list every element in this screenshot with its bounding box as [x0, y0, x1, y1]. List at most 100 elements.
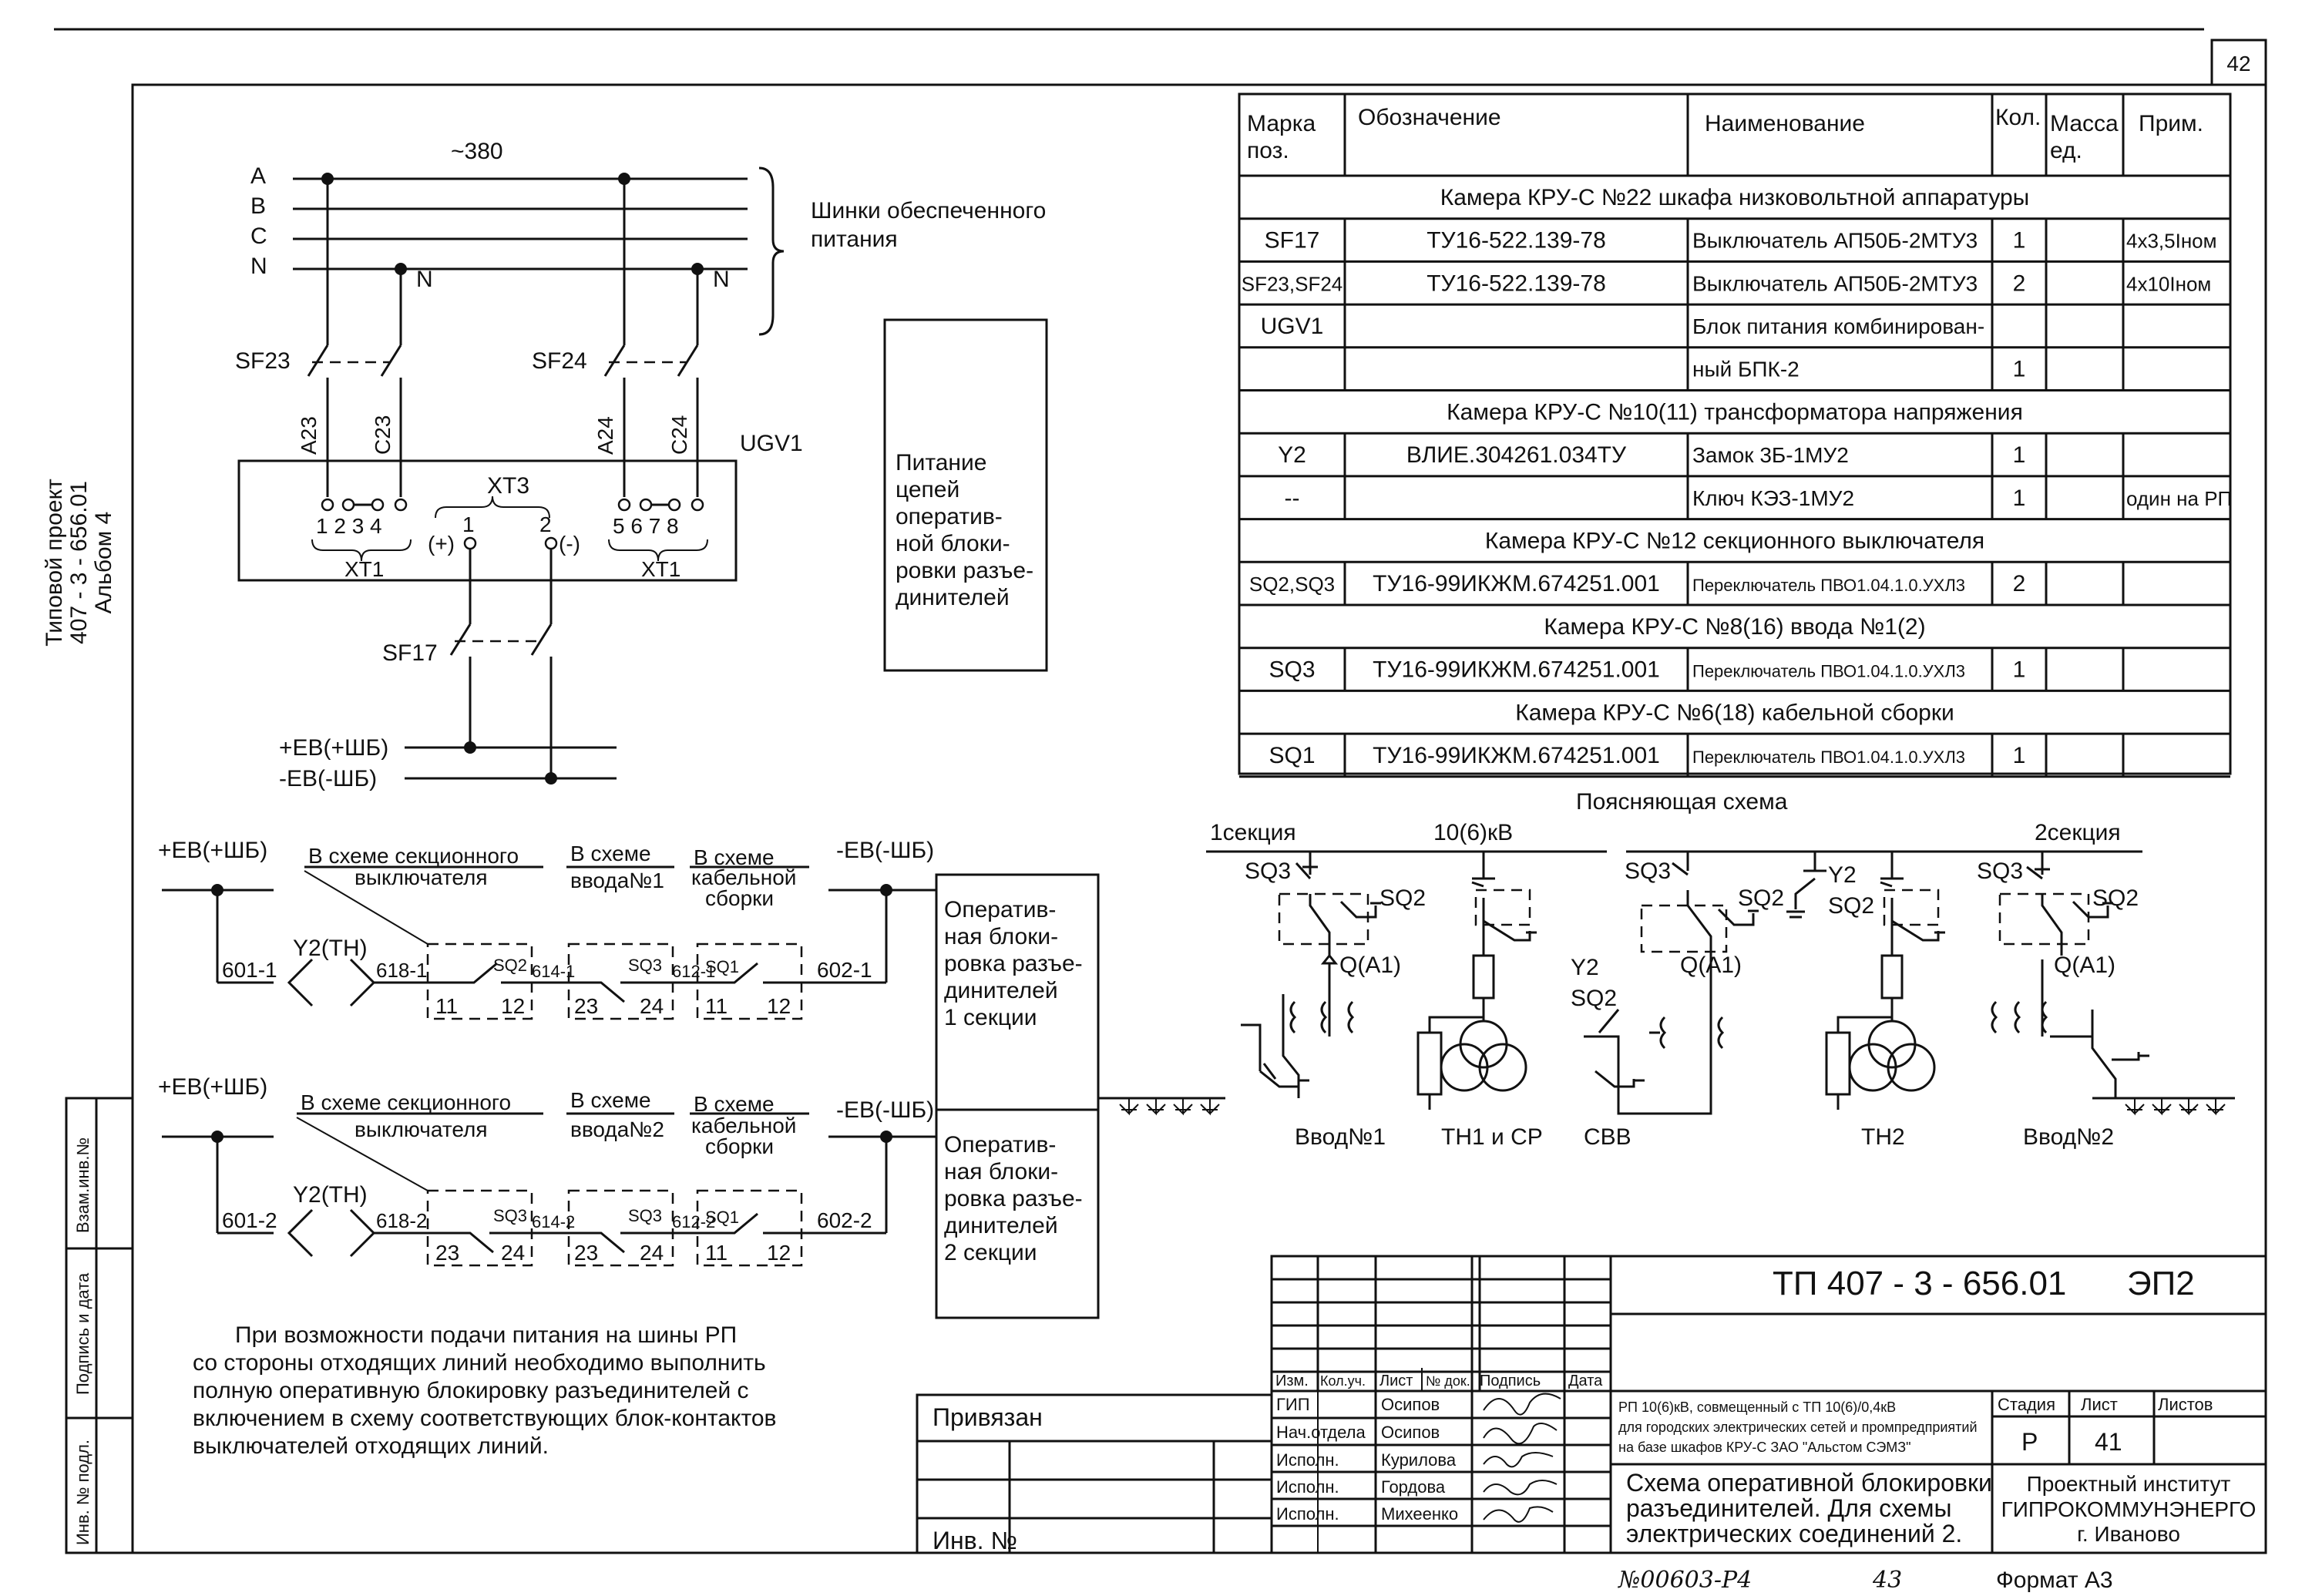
xt1-right-pins: 5 6 7 8 — [613, 514, 679, 538]
spec-naim: Переключатель ПВО1.04.1.0.УХЛ3 — [1692, 662, 1965, 681]
org-line1: Проектный институт — [2027, 1472, 2231, 1496]
note-line1: При возможности подачи питания на шины Р… — [235, 1322, 737, 1348]
c1-sekc-2: выключателя — [355, 865, 487, 889]
box2-line2: ная блоки- — [944, 1159, 1058, 1184]
c2-w602: 602-2 — [817, 1208, 872, 1232]
spec-section-title: Камера КРУ-С №8(16) ввода №1(2) — [1544, 614, 1925, 640]
th-naim: Наименование — [1705, 111, 1865, 136]
spec-naim: ный БПК-2 — [1692, 358, 1800, 381]
sf23-label: SF23 — [235, 348, 291, 374]
th-oboz: Обозначение — [1358, 105, 1501, 130]
c1-ev-plus: +ЕВ(+ШБ) — [158, 838, 267, 863]
spec-marka: SQ3 — [1269, 657, 1315, 683]
spec-section-title: Камера КРУ-С №22 шкафа низковольтной апп… — [1440, 185, 2029, 210]
box2-line3: ровка разъе- — [944, 1186, 1083, 1211]
explain-diagram: Поясняющая схема 1секция 10(6)кВ 2секция… — [1098, 789, 2235, 1150]
role-0: ГИП — [1276, 1395, 1310, 1414]
signatures — [1483, 1393, 1561, 1523]
svv-sq3: SQ3 — [1625, 858, 1671, 884]
c1-n12b: 12 — [767, 994, 791, 1018]
col-ndok: № док. — [1426, 1373, 1470, 1389]
c2-n12: 12 — [767, 1241, 791, 1265]
label-vvod2: Ввод№2 — [2023, 1124, 2114, 1150]
c2-sq3a: SQ3 — [493, 1206, 527, 1225]
spec-section-title: Камера КРУ-С №6(18) кабельной сборки — [1515, 700, 1954, 725]
c2-kab-1: В схеме — [694, 1092, 775, 1116]
privyazan: Привязан — [933, 1403, 1043, 1431]
label-tn2: ТН2 — [1861, 1124, 1905, 1150]
v2-sq3: SQ3 — [1977, 858, 2023, 884]
ev-minus-label: -ЕВ(-ШБ) — [279, 766, 377, 791]
name-4: Михеенко — [1381, 1504, 1458, 1524]
object-line3: на базе шкафов КРУ-С ЗАО "Альстом СЭМЗ" — [1618, 1440, 1911, 1455]
c1-kab-2: кабельной — [691, 865, 796, 889]
box1-line2: ная блоки- — [944, 924, 1058, 949]
object-line2: для городских электрических сетей и пром… — [1618, 1420, 1978, 1435]
spec-marka: UGV1 — [1261, 314, 1324, 339]
v2-sq2: SQ2 — [2092, 885, 2139, 911]
th-marka-2: поз. — [1247, 138, 1289, 163]
spec-kol: 1 — [2013, 657, 2026, 683]
left-strip: Взам.инв.№ Подпись и дата Инв. № подл. — [65, 1097, 134, 1554]
role-4: Исполн. — [1276, 1504, 1339, 1524]
c2-kab-2: кабельной — [691, 1114, 796, 1137]
explain-sec1: 1секция — [1210, 820, 1296, 845]
th-massa-2: ед. — [2050, 138, 2082, 163]
side-stamp-line2: 407 - 3 - 656.01 — [66, 481, 92, 644]
stadia-label: Стадия — [1998, 1395, 2055, 1414]
label-svv: СВВ — [1584, 1124, 1632, 1150]
xt3-minus: (-) — [559, 532, 580, 556]
c1-w602: 602-1 — [817, 958, 872, 982]
spec-marka: Y2 — [1278, 442, 1306, 468]
box1-line5: 1 секции — [944, 1005, 1037, 1030]
spec-oboz: ВЛИЕ.304261.034ТУ — [1406, 442, 1627, 468]
spec-oboz: ТУ16-99ИКЖМ.674251.001 — [1373, 657, 1660, 683]
spec-marka: SQ1 — [1269, 743, 1315, 768]
spec-marka: SF17 — [1265, 228, 1320, 254]
xt3-plus: (+) — [428, 532, 455, 556]
explain-kv: 10(6)кВ — [1433, 820, 1513, 845]
c2-sq1: SQ1 — [705, 1208, 739, 1227]
page-number-box — [2210, 39, 2267, 86]
bus-caption-line2: питания — [811, 227, 898, 252]
c2-kab-3: сборки — [705, 1134, 774, 1158]
name-3: Гордова — [1381, 1477, 1446, 1497]
spec-naim: Блок питания комбинирован- — [1692, 314, 1984, 338]
y2-sq2: SQ2 — [1828, 893, 1874, 919]
note-line4: включением в схему соответствующих блок-… — [193, 1406, 777, 1431]
v1-qa1: Q(A1) — [1339, 953, 1401, 978]
spec-prim: 4х10Iном — [2126, 272, 2211, 295]
ugv1-block — [237, 459, 738, 582]
c1-w612: 612-1 — [672, 962, 715, 981]
c2-n24b: 24 — [640, 1241, 664, 1265]
c2-y2: Y2(TH) — [293, 1182, 368, 1208]
voltage-label: ~380 — [451, 139, 503, 164]
spec-kol: 2 — [2013, 270, 2026, 296]
c1-vvod-2: ввода№1 — [570, 869, 664, 892]
supply-line6: динителей — [896, 585, 1010, 610]
c2-n23a: 23 — [435, 1241, 459, 1265]
strip-zam: Взам.инв.№ — [73, 1137, 92, 1233]
th-massa-1: Масса — [2050, 111, 2119, 136]
spec-naim: Выключатель АП50Б-2МТУ3 — [1692, 229, 1978, 253]
svv-y2: Y2 — [1571, 955, 1599, 980]
spec-marka: SQ2,SQ3 — [1249, 573, 1335, 596]
c2-sq3b: SQ3 — [628, 1206, 662, 1225]
c2-w612: 612-2 — [672, 1212, 715, 1231]
strip-inv: Инв. № подл. — [73, 1440, 92, 1545]
supply-line5: ровки разъе- — [896, 558, 1033, 583]
spec-oboz: ТУ16-99ИКЖМ.674251.001 — [1373, 743, 1660, 768]
c1-y2: Y2(TH) — [293, 936, 368, 961]
phase-n-label: N — [250, 254, 267, 279]
drawing-line1: Схема оперативной блокировки — [1626, 1469, 1992, 1497]
list-label: Лист — [2081, 1395, 2118, 1414]
org-line2: ГИПРОКОММУНЭНЕРГО — [2001, 1497, 2257, 1521]
c2-n23b: 23 — [574, 1241, 598, 1265]
c1-vvod-1: В схеме — [570, 842, 651, 865]
th-kol: Кол. — [1995, 105, 2041, 130]
y2-label: Y2 — [1828, 862, 1857, 888]
spec-oboz: ТУ16-522.139-78 — [1427, 228, 1606, 254]
box1-line1: Оператив- — [944, 897, 1056, 922]
note-line2: со стороны отходящих линий необходимо вы… — [193, 1350, 766, 1376]
